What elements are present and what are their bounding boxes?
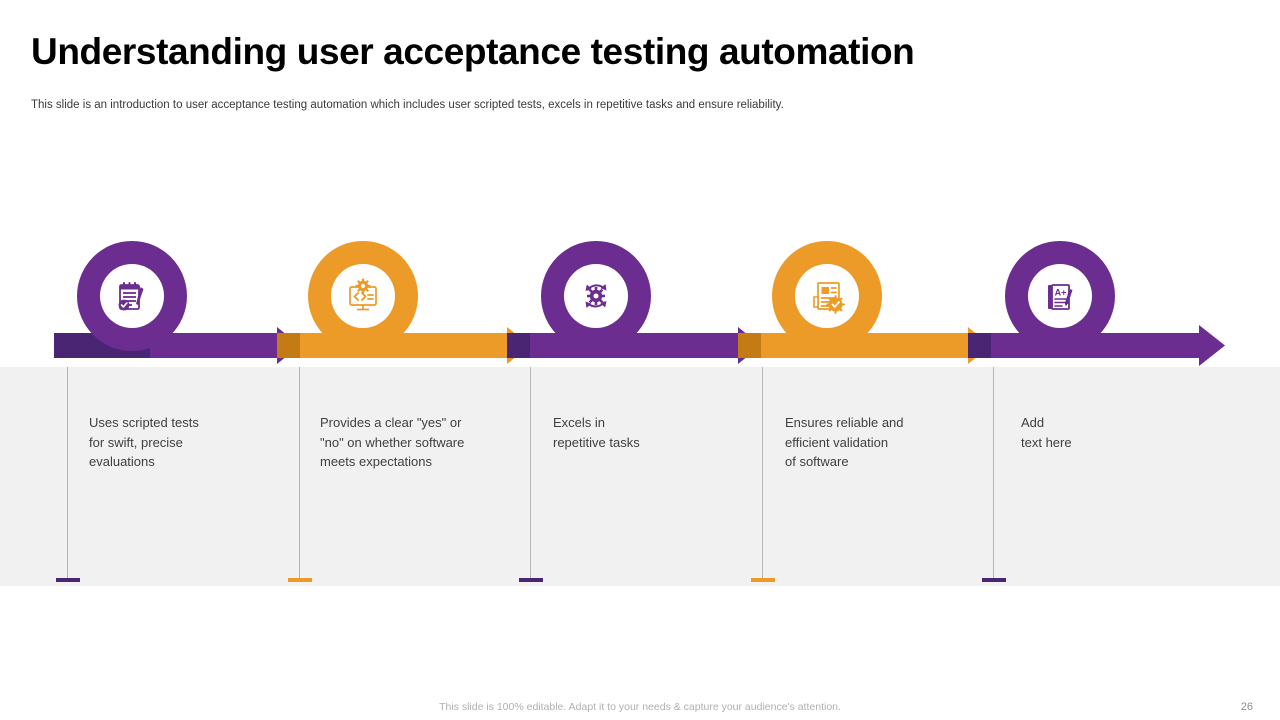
page-subtitle: This slide is an introduction to user ac… [31, 99, 784, 111]
node-icon-wrap-4 [795, 264, 859, 328]
node-icon-wrap-1 [100, 264, 164, 328]
content-background-band [0, 367, 1280, 586]
certificate-check-seal-icon [807, 276, 847, 316]
node-icon-wrap-3 [564, 264, 628, 328]
page-number: 26 [1240, 701, 1253, 713]
page-title: Understanding user acceptance testing au… [31, 31, 915, 72]
report-a-plus-pencil-icon: A+ [1040, 276, 1080, 316]
column-divider-2 [299, 367, 300, 580]
column-divider-3 [530, 367, 531, 580]
column-tick-2 [288, 578, 312, 582]
step-text-4: Ensures reliable and efficient validatio… [785, 415, 904, 469]
process-node-4[interactable] [772, 241, 882, 351]
node-icon-wrap-5: A+ [1028, 264, 1092, 328]
process-node-3[interactable] [541, 241, 651, 351]
step-text-3: Excels in repetitive tasks [553, 415, 640, 450]
gear-cycle-arrows-icon [576, 276, 616, 316]
column-tick-4 [751, 578, 775, 582]
process-node-2[interactable] [308, 241, 418, 351]
column-tick-5 [982, 578, 1006, 582]
footer-note: This slide is 100% editable. Adapt it to… [439, 701, 841, 713]
process-node-1[interactable] [77, 241, 187, 351]
node-icon-wrap-2 [331, 264, 395, 328]
column-tick-3 [519, 578, 543, 582]
step-text-1: Uses scripted tests for swift, precise e… [89, 415, 199, 469]
notepad-check-pen-icon [112, 276, 152, 316]
step-text-2: Provides a clear "yes" or "no" on whethe… [320, 415, 465, 469]
column-divider-4 [762, 367, 763, 580]
column-tick-1 [56, 578, 80, 582]
svg-text:A+: A+ [1055, 288, 1067, 298]
process-node-5[interactable]: A+ [1005, 241, 1115, 351]
column-divider-5 [993, 367, 994, 580]
step-text-5: Add text here [1021, 415, 1072, 450]
column-divider-1 [67, 367, 68, 580]
monitor-code-gear-icon [343, 276, 383, 316]
